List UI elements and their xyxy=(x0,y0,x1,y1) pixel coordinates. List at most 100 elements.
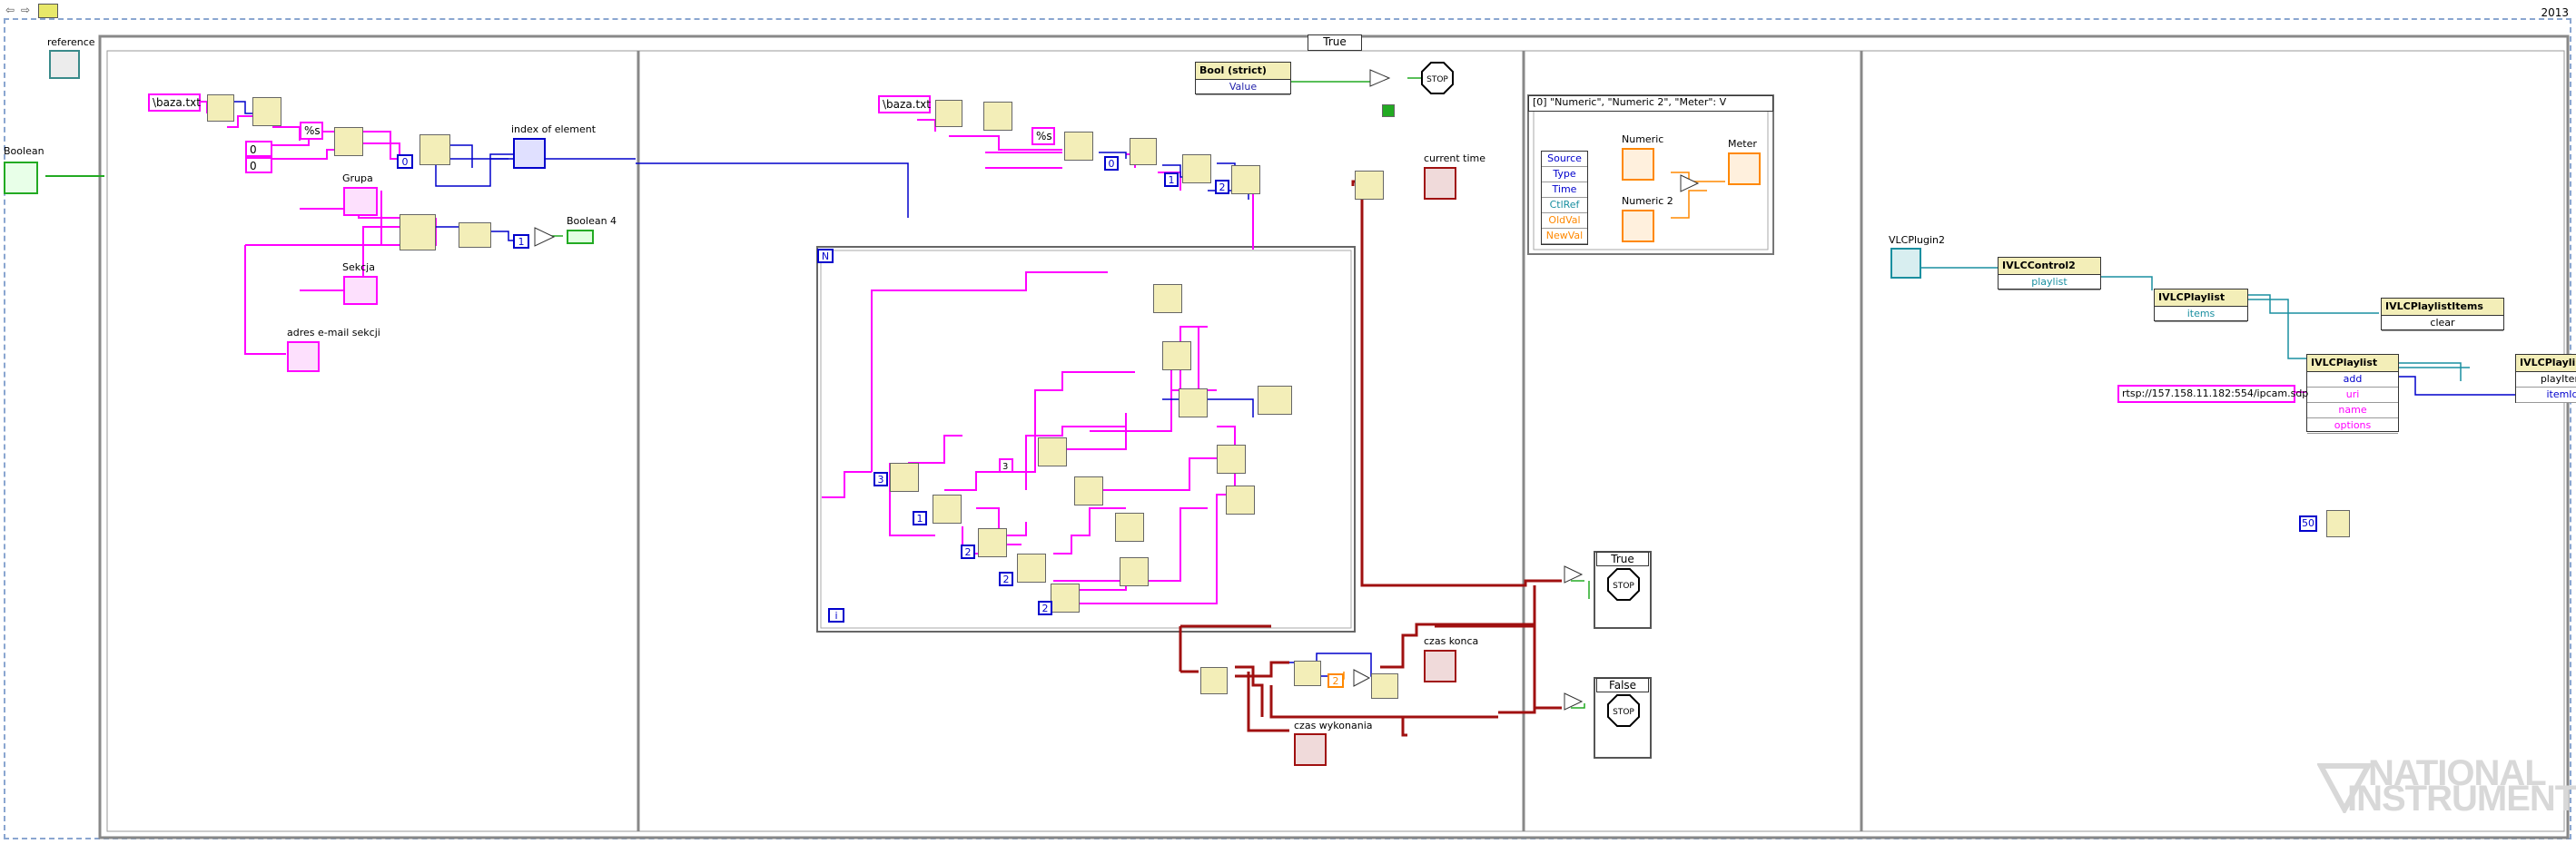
tick-count-node[interactable] xyxy=(1200,667,1228,694)
add-icon[interactable] xyxy=(1680,174,1700,192)
array-node-2[interactable] xyxy=(1130,138,1157,165)
arrow-left-icon[interactable]: ⇦ xyxy=(5,4,15,16)
loop-node-9[interactable] xyxy=(1115,513,1144,542)
ivlcplaylist-play-title: IVLCPlaylist xyxy=(2516,355,2576,372)
loop-node-14[interactable] xyxy=(1017,554,1046,583)
index-const-4[interactable]: 2 xyxy=(1215,180,1229,194)
loop-node-4[interactable] xyxy=(1258,386,1292,415)
index-const-3[interactable]: 1 xyxy=(1164,172,1179,187)
reference-label: reference xyxy=(47,36,95,48)
index-const-2[interactable]: 0 xyxy=(1104,156,1119,171)
compare-triangle-icon[interactable] xyxy=(534,227,556,247)
scan-node-1[interactable] xyxy=(334,127,363,156)
open-file-node[interactable] xyxy=(207,94,234,122)
open-file-node-2[interactable] xyxy=(935,100,962,127)
vlcplugin2-control[interactable] xyxy=(1890,248,1921,279)
loop-const-1[interactable]: 1 xyxy=(913,511,927,525)
bool-strict-title: Bool (strict) xyxy=(1196,63,1290,80)
and-gate-icon[interactable] xyxy=(1369,69,1391,87)
ivlcplaylist-get-node[interactable]: IVLCPlaylist items xyxy=(2154,289,2248,322)
path-constant-1[interactable]: \baza.txt xyxy=(148,93,201,112)
stop-sign-icon-true: STOP xyxy=(1607,568,1640,601)
stop-sign-icon-false: STOP xyxy=(1607,694,1640,727)
stop-sign-icon-top: STOP xyxy=(1421,62,1454,94)
event-data-ctlref: CtlRef xyxy=(1542,198,1587,213)
path-constant-2[interactable]: \baza.txt xyxy=(878,95,931,113)
loop-const-2b[interactable]: 2 xyxy=(999,572,1013,586)
search-array-node[interactable] xyxy=(400,214,436,250)
stop-case-false-selector[interactable]: False xyxy=(1596,678,1649,692)
two-constant-orange[interactable]: 2 xyxy=(1327,673,1344,688)
event-case-selector[interactable]: [0] "Numeric", "Numeric 2", "Meter": V xyxy=(1528,95,1773,112)
svg-text:STOP: STOP xyxy=(1426,75,1448,84)
loop-node-2[interactable] xyxy=(1162,341,1191,370)
ivlcplaylist-play-node[interactable]: IVLCPlaylist playItem itemId xyxy=(2515,354,2576,403)
loop-node-8[interactable] xyxy=(1074,476,1103,505)
svg-text:STOP: STOP xyxy=(1613,708,1634,717)
loop-node-6[interactable] xyxy=(1226,486,1255,515)
loop-node-12[interactable] xyxy=(933,495,962,524)
wait-node[interactable] xyxy=(2326,510,2350,537)
greater-icon-1[interactable] xyxy=(1564,565,1584,584)
boolean4-label: Boolean 4 xyxy=(567,215,617,227)
loop-const-2a[interactable]: 2 xyxy=(961,545,975,559)
zero-constant-1[interactable]: 0 xyxy=(245,141,272,157)
stop-case-true-selector[interactable]: True xyxy=(1596,552,1649,566)
czas-konca-indicator xyxy=(1424,650,1456,682)
loop-pink-const[interactable]: 3 xyxy=(999,458,1013,473)
index-constant[interactable]: 0 xyxy=(397,154,413,169)
multiply-icon[interactable] xyxy=(1353,669,1371,687)
zero-constant-2[interactable]: 0 xyxy=(245,157,272,173)
elapsed-node[interactable] xyxy=(1294,661,1321,686)
loop-const-3[interactable]: 3 xyxy=(873,472,888,486)
loop-node-10[interactable] xyxy=(1120,557,1149,586)
ivlcplaylist-add-row-name: name xyxy=(2307,403,2398,418)
event-data-oldval: OldVal xyxy=(1542,213,1587,229)
neg-one-constant[interactable]: 1 xyxy=(513,234,529,249)
compare-node[interactable] xyxy=(459,222,491,248)
index-of-element-indicator xyxy=(513,138,546,169)
run-icon[interactable] xyxy=(38,4,58,18)
loop-node-7[interactable] xyxy=(1038,437,1067,466)
loop-node-11[interactable] xyxy=(890,463,919,492)
read-file-node[interactable] xyxy=(252,97,281,126)
ivlcplaylist-add-node[interactable]: IVLCPlaylist add uri name options xyxy=(2306,354,2399,434)
loop-node-15[interactable] xyxy=(1051,584,1080,613)
svg-text:STOP: STOP xyxy=(1613,582,1634,591)
scan-node-2[interactable] xyxy=(1064,132,1093,161)
bool-strict-property-node[interactable]: Bool (strict) Value xyxy=(1195,62,1291,95)
wait-ms-constant[interactable]: 50 xyxy=(2299,515,2317,532)
true-constant[interactable] xyxy=(1382,104,1395,117)
arrow-right-icon[interactable]: ⇨ xyxy=(21,4,31,16)
ivlcplaylistitems-node[interactable]: IVLCPlaylistItems clear xyxy=(2381,298,2504,331)
adres-email-control[interactable] xyxy=(287,341,320,372)
greater-icon-2[interactable] xyxy=(1564,692,1584,711)
get-time-node[interactable] xyxy=(1355,171,1384,200)
loop-node-13[interactable] xyxy=(978,528,1007,557)
reference-control[interactable] xyxy=(49,50,80,79)
case-selector-top-text: True xyxy=(1323,35,1347,48)
format-constant-2[interactable]: %s xyxy=(1031,127,1055,145)
rtsp-url-constant[interactable]: rtsp://157.158.11.182:554/ipcam.sdp xyxy=(2117,385,2308,403)
ivlcplaylist-add-row-options: options xyxy=(2307,418,2398,434)
case-selector-top[interactable]: True xyxy=(1308,34,1362,51)
loop-node-1[interactable] xyxy=(1153,284,1182,313)
format-time-node[interactable] xyxy=(1371,673,1398,699)
numeric2-control[interactable] xyxy=(1622,210,1654,242)
format-constant-1[interactable]: %s xyxy=(300,122,323,140)
grupa-control[interactable] xyxy=(343,187,378,216)
sekcja-control[interactable] xyxy=(343,276,378,305)
ivlccontrol2-node[interactable]: IVLCControl2 playlist xyxy=(1998,257,2101,290)
event-data-source: Source xyxy=(1542,152,1587,167)
ni-logo-line2: INSTRUMENTS xyxy=(2347,779,2576,819)
array-node-1[interactable] xyxy=(419,134,450,165)
loop-const-2c[interactable]: 2 xyxy=(1038,601,1052,615)
array-node-4[interactable] xyxy=(1231,165,1260,194)
loop-node-3[interactable] xyxy=(1179,388,1208,417)
loop-node-5[interactable] xyxy=(1217,445,1246,474)
read-file-node-2[interactable] xyxy=(983,102,1012,131)
boolean-control[interactable] xyxy=(4,162,38,194)
numeric-control[interactable] xyxy=(1622,148,1654,181)
array-node-3[interactable] xyxy=(1182,154,1211,183)
numeric-label: Numeric xyxy=(1622,133,1664,145)
